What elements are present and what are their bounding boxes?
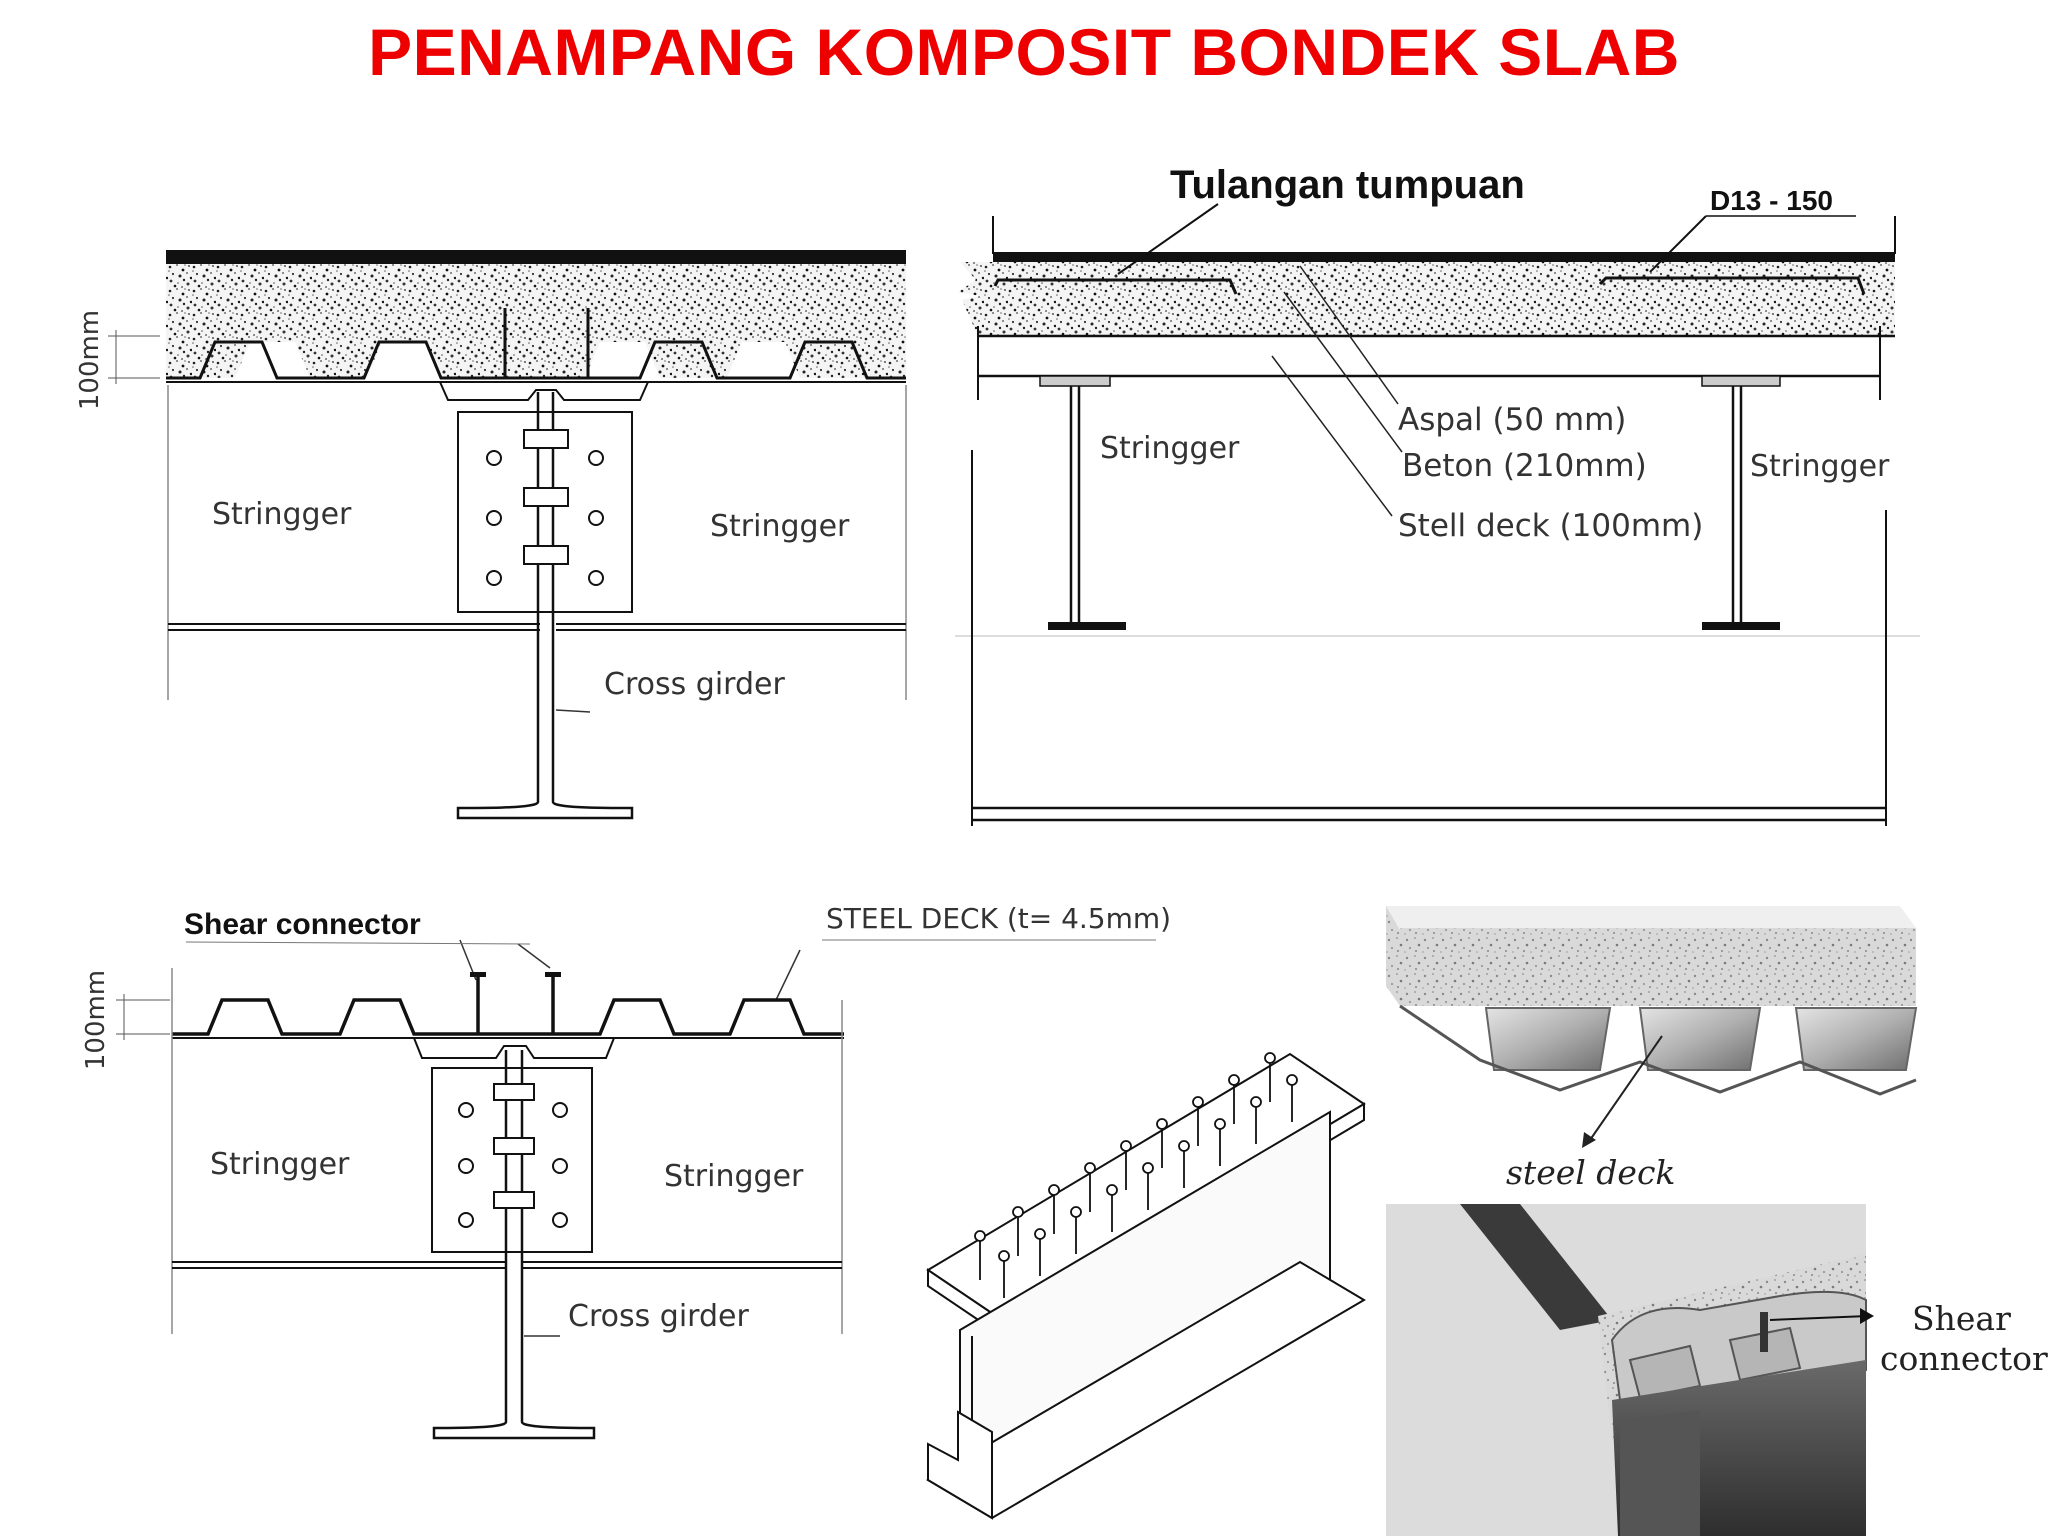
stringer-label: Stringger	[1100, 431, 1240, 466]
beton-label: Beton (210mm)	[1402, 448, 1647, 484]
steel-deck-label: steel deck	[1506, 1153, 1675, 1192]
rebar-spec-label: D13 - 150	[1710, 185, 1833, 216]
stringer-label: Stringger	[664, 1159, 804, 1194]
panel-f-shear-connector-render: Shear connector	[1386, 1204, 2048, 1536]
asphalt-layer	[166, 250, 906, 264]
asphalt-layer	[993, 252, 1895, 262]
cross-girder-label: Cross girder	[604, 667, 785, 702]
panel-d-ibeam-isometric	[926, 1052, 1366, 1520]
bolt-group	[486, 429, 604, 586]
shear-connector-label: connector	[1880, 1339, 2048, 1378]
steel-deck-spec-label: STEEL DECK (t= 4.5mm)	[826, 902, 1171, 935]
dim-label: 100mm	[81, 970, 111, 1070]
stringer-label: Stringger	[1750, 449, 1890, 484]
concrete-slab	[958, 262, 1895, 336]
stringer-label: Stringger	[710, 509, 850, 544]
concrete-slab	[166, 264, 906, 378]
aspal-label: Aspal (50 mm)	[1398, 402, 1626, 438]
panel-c-deck-section: Shear connector STEEL DECK (t= 4.5mm)	[81, 902, 1171, 1440]
steel-deck-profile	[166, 340, 906, 380]
stringer-label: Stringger	[212, 497, 352, 532]
tulangan-label: Tulangan tumpuan	[1170, 163, 1525, 207]
panel-b-longitudinal-section: Tulangan tumpuan D13 - 150	[955, 163, 1920, 826]
steel-deck-label: Stell deck (100mm)	[1398, 508, 1703, 544]
steel-deck-profile	[172, 998, 844, 1036]
shear-connector-label: Shear connector	[184, 908, 421, 941]
concrete-slab	[1400, 928, 1916, 1006]
shear-connector-label: Shear	[1912, 1299, 2011, 1338]
panel-a-cross-section: 100mm Stringger Stringger Cross girder	[75, 250, 907, 820]
cross-girder-label: Cross girder	[568, 1299, 749, 1334]
panel-e-steel-deck-render: steel deck	[1386, 906, 1918, 1192]
dim-label: 100mm	[75, 310, 105, 410]
page-title: PENAMPANG KOMPOSIT BONDEK SLAB	[368, 15, 1680, 89]
bolt-group	[458, 1083, 568, 1228]
stringer-label: Stringger	[210, 1147, 350, 1182]
shear-stud-row	[974, 1052, 1298, 1298]
